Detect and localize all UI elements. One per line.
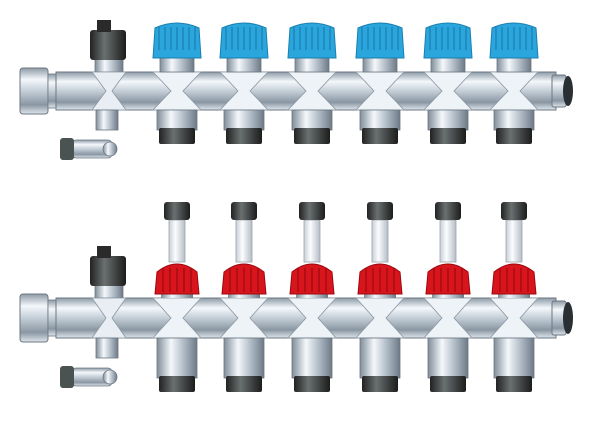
port	[152, 22, 202, 144]
vent-junction	[91, 297, 127, 339]
valve-neck	[496, 57, 532, 73]
port	[219, 202, 269, 392]
drain-nut	[102, 141, 118, 157]
drain-cap	[60, 138, 74, 160]
inlet-collar	[47, 73, 57, 109]
valve-neck	[362, 57, 398, 73]
flowmeter-tube	[505, 219, 523, 263]
outlet-thread	[362, 376, 398, 392]
flowmeter-tube	[439, 219, 457, 263]
outlet-thread	[362, 128, 398, 144]
outlet-body	[427, 337, 469, 379]
inlet-collar	[47, 299, 57, 337]
port-junction	[489, 71, 539, 111]
outlet-body	[156, 337, 198, 379]
outlet-thread	[159, 128, 195, 144]
port	[489, 22, 539, 144]
port-junction	[287, 71, 337, 111]
outlet-thread	[430, 128, 466, 144]
flowmeter-cap	[299, 202, 325, 220]
air-vent-knob	[97, 246, 111, 258]
flowmeter-tube	[303, 219, 321, 263]
port	[355, 202, 405, 392]
port	[489, 202, 539, 392]
air-vent-cap	[90, 30, 126, 60]
flowmeter-neck	[161, 292, 193, 298]
vent-junction	[91, 71, 127, 111]
drain-cap	[60, 366, 74, 388]
outlet-body	[359, 337, 401, 379]
port	[423, 22, 473, 144]
port-junction	[423, 71, 473, 111]
outlet-body	[291, 109, 333, 131]
outlet-body	[359, 109, 401, 131]
outlet-thread	[226, 128, 262, 144]
outlet-body	[223, 109, 265, 131]
outlet-thread	[294, 376, 330, 392]
air-vent-cap	[90, 256, 126, 286]
flowmeter-neck	[296, 292, 328, 298]
drain-stem	[95, 109, 119, 131]
outlet-body	[427, 109, 469, 131]
port-junction	[219, 71, 269, 111]
outlet-thread	[496, 376, 532, 392]
flowmeter-cap	[231, 202, 257, 220]
end-plug	[563, 302, 573, 334]
supply-manifold	[19, 20, 573, 160]
outlet-body	[223, 337, 265, 379]
flowmeter-cap	[367, 202, 393, 220]
flowmeter-neck	[498, 292, 530, 298]
port	[287, 22, 337, 144]
outlet-thread	[496, 128, 532, 144]
outlet-body	[156, 109, 198, 131]
outlet-thread	[159, 376, 195, 392]
port-junction	[423, 297, 473, 339]
flowmeter-tube	[235, 219, 253, 263]
flowmeter-neck	[364, 292, 396, 298]
air-vent-knob	[97, 20, 111, 32]
port-junction	[355, 71, 405, 111]
flowmeter-cap	[501, 202, 527, 220]
flowmeter-tube	[371, 219, 389, 263]
outlet-body	[493, 109, 535, 131]
return-manifold	[19, 202, 573, 392]
flowmeter-tube	[168, 219, 186, 263]
port-junction	[152, 297, 202, 339]
outlet-thread	[226, 376, 262, 392]
outlet-body	[291, 337, 333, 379]
drain-stem	[95, 337, 119, 359]
valve-neck	[430, 57, 466, 73]
end-plug	[563, 76, 573, 106]
inlet-nut	[19, 293, 49, 343]
outlet-thread	[294, 128, 330, 144]
port-junction	[489, 297, 539, 339]
inlet-nut	[19, 67, 49, 115]
port	[219, 22, 269, 144]
flowmeter-neck	[432, 292, 464, 298]
flowmeter-cap	[164, 202, 190, 220]
valve-neck	[226, 57, 262, 73]
port	[355, 22, 405, 144]
port-junction	[219, 297, 269, 339]
port	[423, 202, 473, 392]
valve-neck	[159, 57, 195, 73]
port-junction	[152, 71, 202, 111]
port-junction	[287, 297, 337, 339]
outlet-body	[493, 337, 535, 379]
vent-body	[94, 57, 124, 73]
port	[152, 202, 202, 392]
flowmeter-neck	[228, 292, 260, 298]
vent-body	[94, 283, 124, 299]
drain-nut	[102, 369, 118, 385]
port-junction	[355, 297, 405, 339]
port	[287, 202, 337, 392]
valve-neck	[294, 57, 330, 73]
flowmeter-cap	[435, 202, 461, 220]
outlet-thread	[430, 376, 466, 392]
